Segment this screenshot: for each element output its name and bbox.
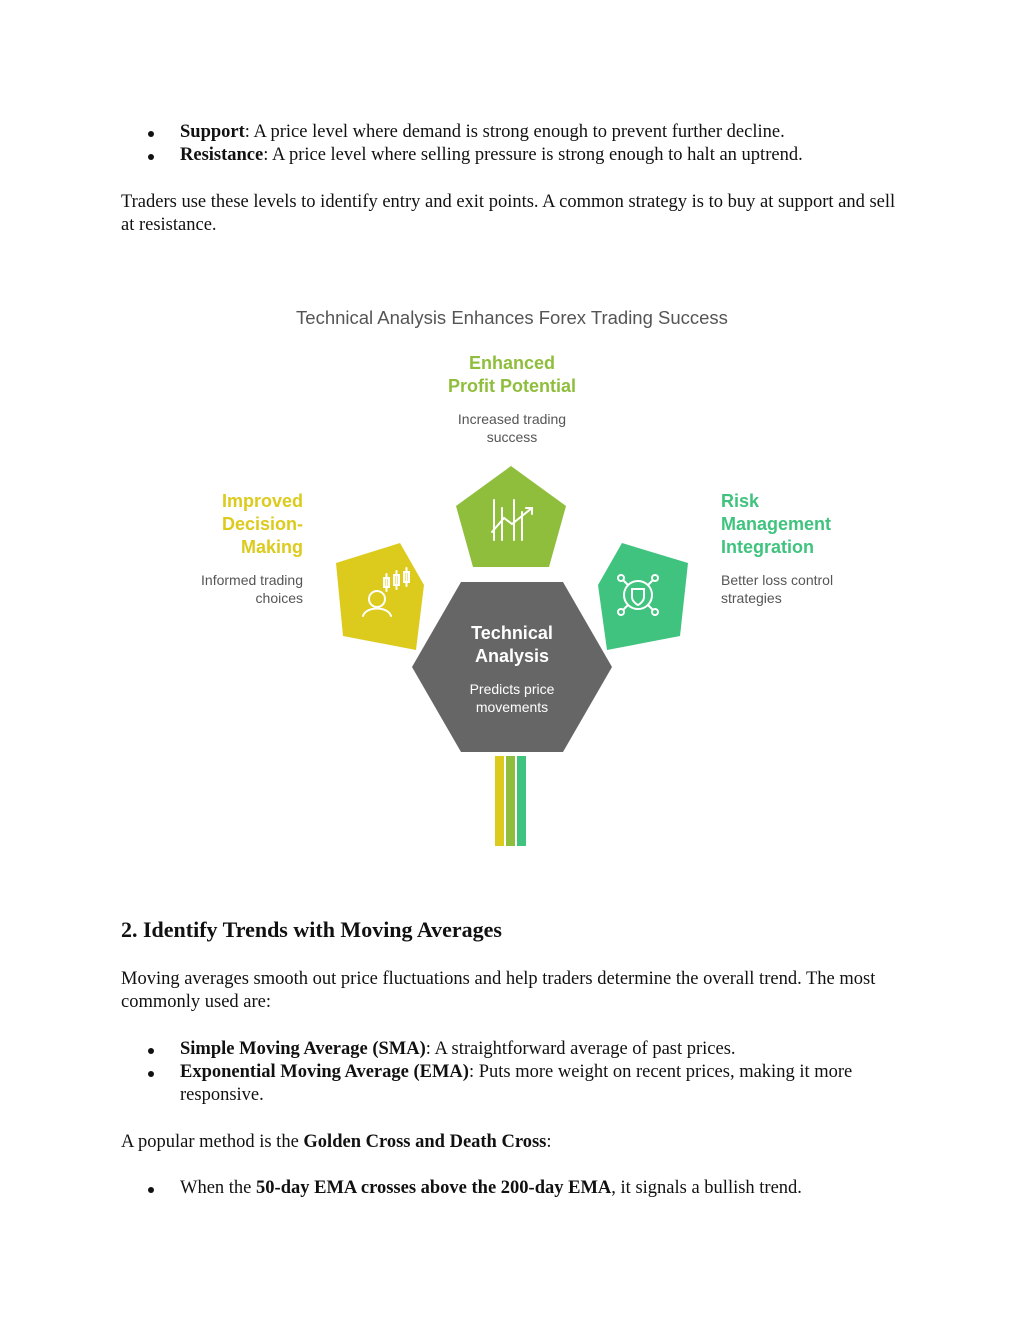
section-heading: 2. Identify Trends with Moving Averages [121,917,502,942]
center-node-desc: Predicts price movements [430,680,594,716]
right-label-line3: Integration [721,537,814,557]
center-label-line1: Technical [471,623,553,643]
right-desc-line1: Better loss control [721,572,834,588]
left-desc-line2: choices [255,590,303,606]
term-support: Support [180,122,245,142]
method-term: Golden Cross and Death Cross [303,1132,547,1152]
left-label-line3: Making [240,537,303,557]
list-item-support: Support: A price level where demand is s… [121,121,911,144]
center-desc-line1: Predicts price [469,681,555,697]
trader-candlestick-icon [362,567,410,617]
top-label-line2: Profit Potential [447,376,576,396]
growth-chart-icon [491,499,533,541]
shield-network-icon [617,574,659,616]
definition-resistance: : A price level where selling pressure i… [263,145,803,165]
center-desc-line2: movements [475,699,549,715]
moving-averages-intro: Moving averages smooth out price fluctua… [121,968,911,1014]
definition-ema: : Puts more weight on recent prices, mak… [180,1062,853,1105]
list-item-golden-cross: When the 50-day EMA crosses above the 20… [121,1177,911,1200]
diagram-graphic [336,466,688,846]
left-label-line2: Decision- [221,514,303,534]
term-ema: Exponential Moving Average (EMA) [180,1062,469,1082]
left-label-line1: Improved [221,491,303,511]
top-desc-line1: Increased trading [457,411,567,427]
term-sma: Simple Moving Average (SMA) [180,1039,426,1059]
stem-bar-yellow [495,756,504,846]
top-label-line1: Enhanced [468,353,556,373]
method-suffix: : [546,1132,552,1152]
support-resistance-list: Support: A price level where demand is s… [121,121,911,167]
top-desc-line2: success [486,429,538,445]
left-pentagon [336,543,424,650]
list-item-ema: Exponential Moving Average (EMA): Puts m… [121,1061,911,1107]
method-prefix: A popular method is the [121,1132,304,1152]
cross-list: When the 50-day EMA crosses above the 20… [121,1177,911,1200]
diagram-title: Technical Analysis Enhances Forex Tradin… [296,307,728,328]
stem-bar-lime [506,756,515,846]
technical-analysis-diagram: Technical Analysis Enhances Forex Tradin… [0,290,1024,860]
center-hexagon [412,582,612,752]
right-label-line2: Management [721,514,832,534]
list-item-resistance: Resistance: A price level where selling … [121,144,911,167]
method-paragraph: A popular method is the Golden Cross and… [121,1131,911,1154]
top-pentagon [456,466,566,567]
right-desc-line2: strategies [721,590,782,606]
list-item-sma: Simple Moving Average (SMA): A straightf… [121,1038,911,1061]
center-node-label: Technical Analysis [430,622,594,668]
left-node-desc: Informed trading choices [150,571,303,607]
definition-sma: : A straightforward average of past pric… [425,1039,736,1059]
left-node-label: Improved Decision- Making [160,490,303,559]
golden-cross-prefix: When the [180,1178,257,1198]
center-label-line2: Analysis [474,646,550,666]
levels-paragraph-text: Traders use these levels to identify ent… [121,192,896,235]
term-resistance: Resistance [180,145,264,165]
left-desc-line1: Informed trading [201,572,303,588]
golden-cross-term: 50-day EMA crosses above the 200-day EMA [256,1178,612,1198]
top-node-label: Enhanced Profit Potential [380,352,644,398]
right-label-line1: Risk [721,491,760,511]
golden-cross-suffix: , it signals a bullish trend. [611,1178,802,1198]
definition-support: : A price level where demand is strong e… [244,122,785,142]
stem-bar-green [517,756,526,846]
moving-averages-intro-text: Moving averages smooth out price fluctua… [121,969,876,1012]
top-node-desc: Increased trading success [380,410,644,446]
right-node-label: Risk Management Integration [721,490,881,559]
levels-paragraph: Traders use these levels to identify ent… [121,191,911,237]
moving-averages-list: Simple Moving Average (SMA): A straightf… [121,1038,911,1107]
right-node-desc: Better loss control strategies [721,571,881,607]
